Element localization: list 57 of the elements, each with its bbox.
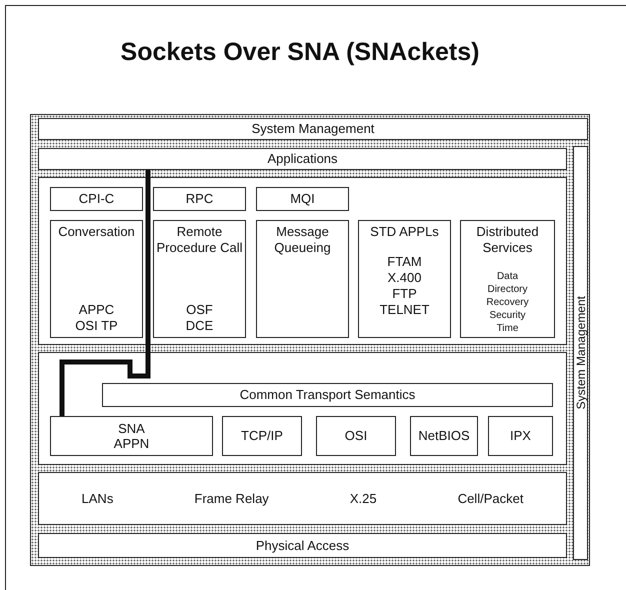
box-label: LANs bbox=[82, 490, 114, 506]
box-text: OSF bbox=[186, 302, 213, 318]
box-text: FTP bbox=[392, 286, 417, 302]
box-text: TELNET bbox=[380, 302, 430, 318]
box-label: IPX bbox=[510, 428, 531, 444]
service-box bbox=[460, 220, 555, 338]
box-label: Message Queueing bbox=[273, 224, 332, 256]
api-box bbox=[153, 187, 246, 211]
protocol-box bbox=[410, 416, 478, 456]
box-label: Conversation bbox=[58, 224, 135, 240]
box-label: SNA bbox=[118, 421, 145, 436]
box-label: Physical Access bbox=[256, 538, 350, 554]
box-text: Time bbox=[496, 322, 518, 335]
box-text: Frame Relay bbox=[194, 490, 269, 506]
box-text: Data bbox=[496, 270, 518, 283]
box-text: X.400 bbox=[388, 270, 422, 286]
layer-band bbox=[102, 383, 553, 407]
box-label: CPI-C bbox=[78, 191, 114, 207]
protocol-box bbox=[488, 416, 553, 456]
layer-band bbox=[38, 148, 567, 170]
api-box bbox=[256, 187, 349, 211]
protocol-box bbox=[316, 416, 396, 456]
box-label: Applications bbox=[267, 151, 338, 167]
box-text: OSI TP bbox=[75, 318, 118, 334]
box-label: TCP/IP bbox=[241, 428, 283, 444]
service-box bbox=[256, 220, 349, 338]
box-label: Remote Procedure Call bbox=[156, 224, 243, 256]
box-text: X.25 bbox=[350, 490, 377, 506]
network-band bbox=[38, 472, 567, 525]
layer-band bbox=[38, 118, 588, 140]
service-box bbox=[50, 220, 143, 338]
protocol-box bbox=[50, 416, 213, 456]
box-label: OSI bbox=[344, 428, 368, 444]
box-label: System Management bbox=[252, 121, 374, 137]
service-box bbox=[358, 220, 451, 338]
box-label: MQI bbox=[290, 191, 315, 207]
api-box bbox=[50, 187, 143, 211]
box-text: DCE bbox=[186, 318, 214, 334]
box-text: APPC bbox=[78, 302, 114, 318]
layer-band bbox=[38, 533, 567, 558]
diagram-title: Sockets Over SNA (SNAckets) bbox=[120, 38, 480, 68]
box-label: System Management bbox=[572, 296, 588, 410]
layer-band bbox=[573, 146, 588, 560]
box-text: FTAM bbox=[387, 254, 422, 270]
box-text: Directory bbox=[487, 283, 528, 296]
box-label: Common Transport Semantics bbox=[240, 387, 416, 403]
box-text: APPN bbox=[114, 436, 150, 451]
box-text: Recovery bbox=[486, 296, 529, 309]
box-label: NetBIOS bbox=[418, 428, 470, 444]
service-box bbox=[153, 220, 246, 338]
box-text: Security bbox=[489, 309, 526, 322]
box-label: RPC bbox=[186, 191, 214, 207]
box-label: Distributed Services bbox=[475, 224, 540, 256]
box-label: STD APPLs bbox=[370, 224, 439, 240]
box-text: Cell/Packet bbox=[458, 490, 524, 506]
protocol-box bbox=[222, 416, 302, 456]
route-line bbox=[60, 170, 150, 416]
